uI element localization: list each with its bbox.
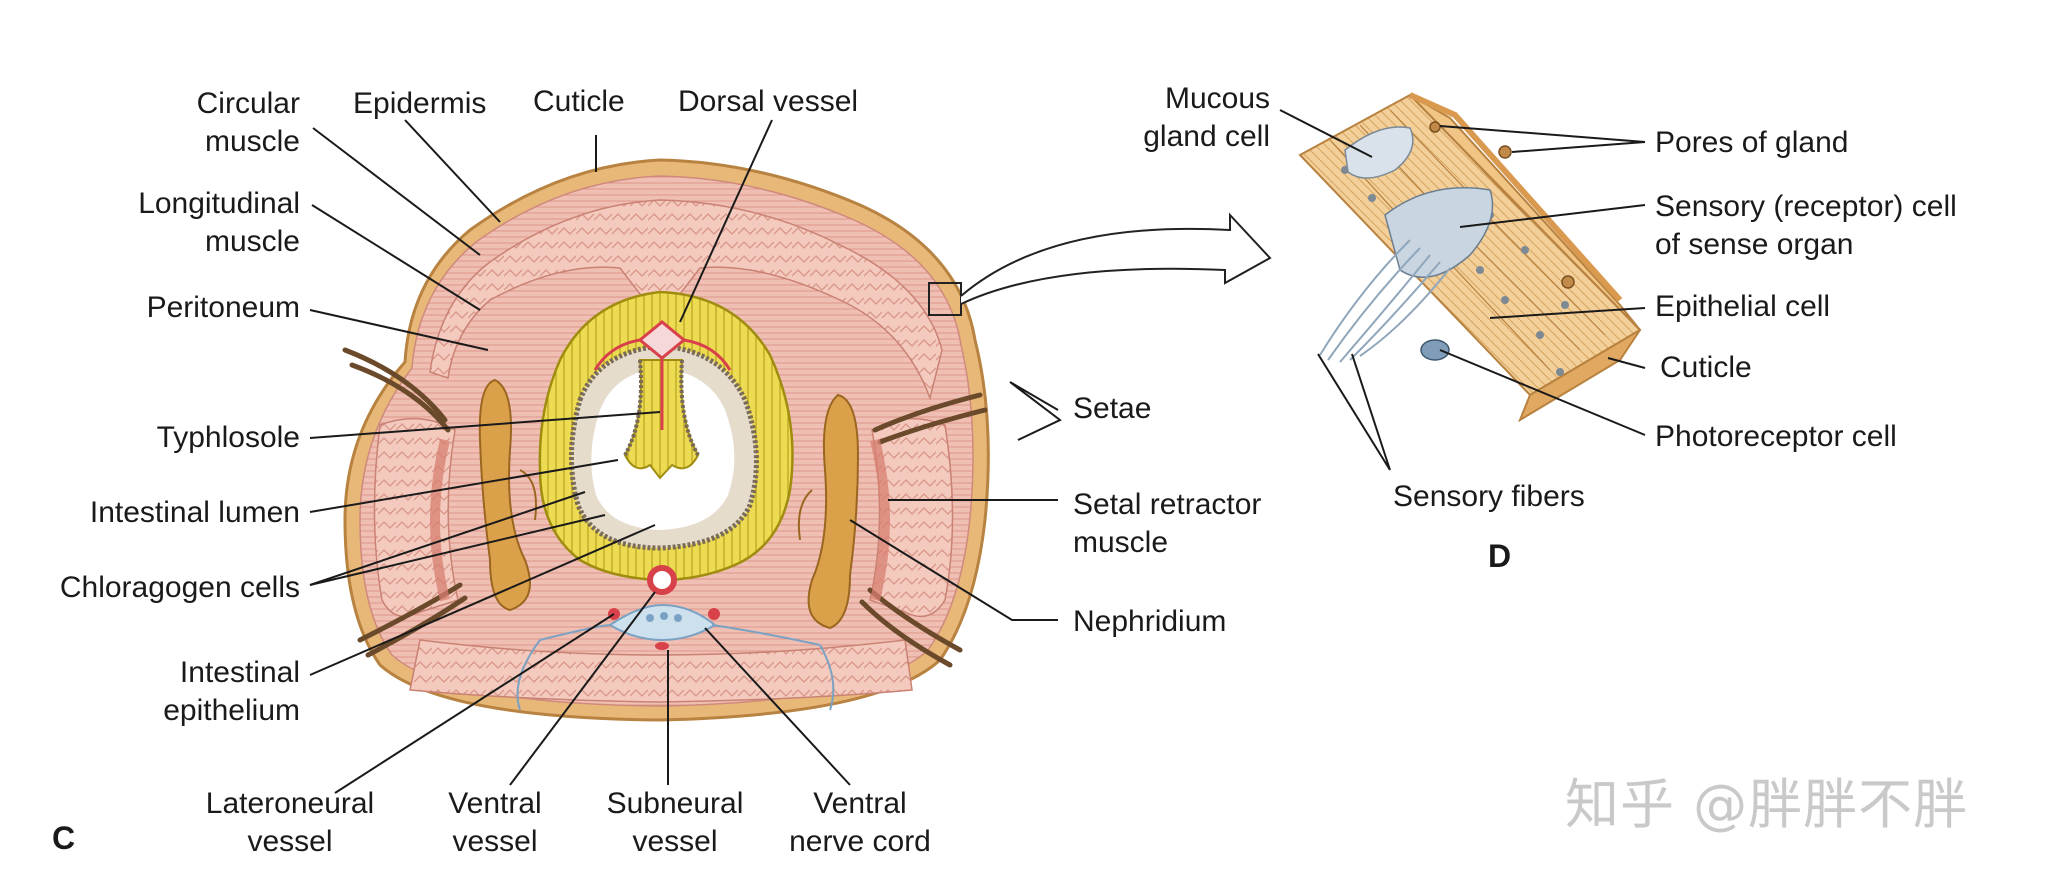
cross-section <box>342 158 990 722</box>
nephridium-right <box>807 393 860 630</box>
label-epithelial-cell: Epithelial cell <box>1655 290 1831 323</box>
label-intestinal-epithelium: Intestinal epithelium <box>163 656 300 727</box>
mucous-gland-cell-shape <box>1344 126 1414 179</box>
label-epidermis: Epidermis <box>353 87 487 120</box>
longitudinal-muscle-ventral <box>409 639 913 703</box>
label-cuticle-d: Cuticle <box>1660 351 1752 384</box>
longitudinal-muscle-dorsal <box>429 199 943 401</box>
label-circular-muscle: Circular muscle <box>196 87 300 158</box>
sensory-fibers-shape <box>1319 239 1451 363</box>
label-lateroneural-vessel: Lateroneural vessel <box>205 787 375 858</box>
label-mucous-gland-cell: Mucous gland cell <box>1143 82 1270 153</box>
leader-lines <box>309 109 1646 794</box>
label-photoreceptor-cell: Photoreceptor cell <box>1655 420 1897 453</box>
ventral-vessel-shape <box>647 565 677 595</box>
panel-label-d: D <box>1488 538 1512 574</box>
label-cuticle: Cuticle <box>533 85 625 118</box>
label-pores-of-gland: Pores of gland <box>1655 126 1849 159</box>
label-nephridium: Nephridium <box>1073 605 1227 638</box>
epidermis-block <box>1298 92 1642 423</box>
label-longitudinal-muscle: Longitudinal muscle <box>138 187 300 258</box>
label-peritoneum: Peritoneum <box>146 291 300 324</box>
panel-label-c: C <box>52 820 76 856</box>
subneural-vessel-shape <box>655 642 669 650</box>
label-ventral-vessel: Ventral vessel <box>448 787 542 858</box>
label-chloragogen-cells: Chloragogen cells <box>59 571 300 604</box>
label-setae: Setae <box>1073 392 1152 425</box>
inset-arrow <box>960 212 1272 305</box>
label-ventral-nerve-cord: Ventral nerve cord <box>789 787 931 858</box>
label-setal-retractor-muscle: Setal retractor muscle <box>1073 488 1262 559</box>
label-dorsal-vessel: Dorsal vessel <box>678 85 859 118</box>
label-typhlosole: Typhlosole <box>156 421 300 454</box>
label-sensory-receptor-cell: Sensory (receptor) cell of sense organ <box>1655 190 1957 261</box>
photoreceptor-cell-shape <box>1420 339 1450 361</box>
dorsal-vessel-shape <box>593 320 732 430</box>
label-sensory-fibers: Sensory fibers <box>1393 480 1585 513</box>
nephridium-left <box>478 378 531 612</box>
label-intestinal-lumen: Intestinal lumen <box>89 496 300 529</box>
label-subneural-vessel: Subneural vessel <box>606 787 744 858</box>
watermark: 知乎 @胖胖不胖 <box>1565 773 1969 836</box>
